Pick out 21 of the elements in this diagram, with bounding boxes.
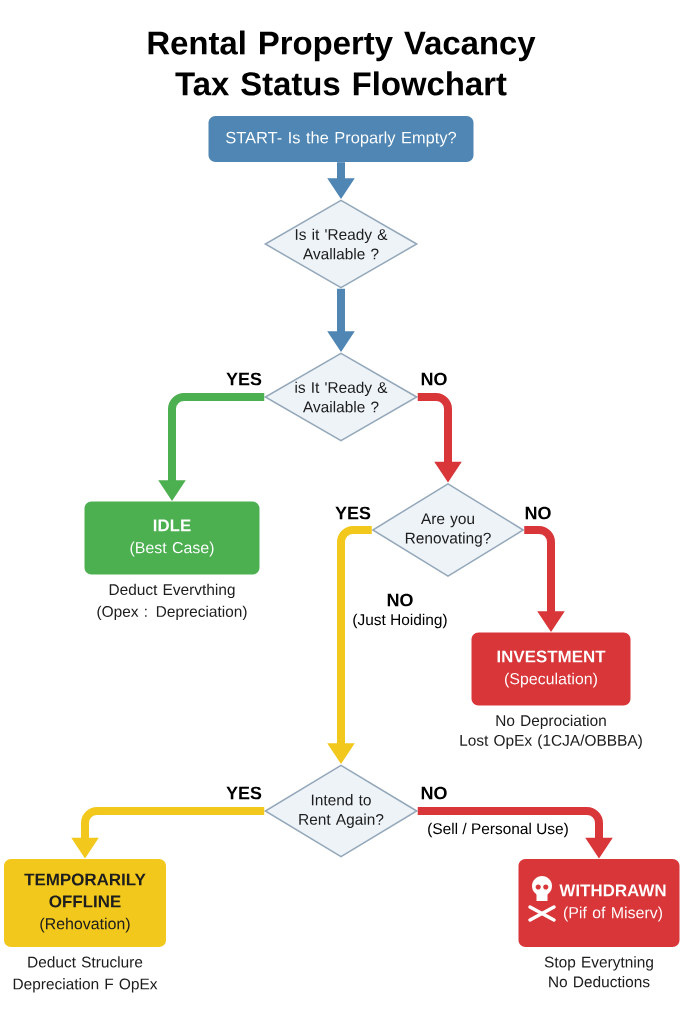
title: Rental Property Vacancy Tax Status Flowchart <box>148 30 536 96</box>
process-box: TEMPORARILY OFFLINE (Rehovation) <box>4 859 166 947</box>
process-box: INVESTMENT (Speculation) <box>471 632 631 706</box>
note-text: Lost OpEx (1CJA/OBBBA) <box>460 734 642 749</box>
edge-label: YES <box>225 371 263 387</box>
note-text: (Just Hoiding) <box>353 613 447 629</box>
edge-label: YES <box>225 785 263 801</box>
note-text: Deduct Struclure Depreciation F OpEx <box>13 956 158 993</box>
edge-label: NO <box>523 505 553 521</box>
note-text: (Sell / Personal Use) <box>428 822 568 838</box>
note-text: No Deprociation <box>496 714 606 730</box>
note-text: NO <box>387 593 413 607</box>
note-text: Deduct Evervthing (Opex : Depreciation) <box>97 583 247 620</box>
process-box: WITHDRAWN (Pif of Miserv) <box>518 859 680 947</box>
edge-label: YES <box>334 505 372 521</box>
note-text: No Deductions <box>549 976 650 988</box>
edge-label: NO <box>419 785 449 801</box>
process-box: IDLE (Best Case) <box>84 501 260 575</box>
note-text: Stop Everytning <box>544 956 653 971</box>
edge-label: NO <box>419 371 449 387</box>
process-box: START- Is the Proparly Empty? <box>208 116 474 162</box>
